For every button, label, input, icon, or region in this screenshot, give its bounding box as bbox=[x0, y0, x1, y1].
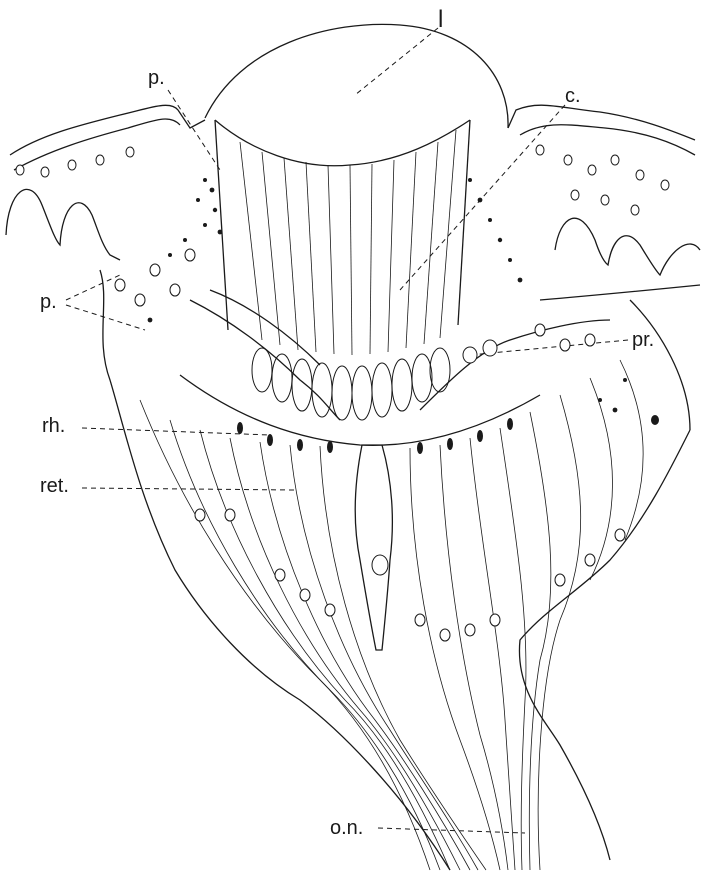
leader-cornea bbox=[400, 105, 565, 290]
leader-pigment-top bbox=[168, 90, 220, 170]
label-cornea: c. bbox=[565, 86, 581, 106]
label-optic-nerve: o.n. bbox=[330, 818, 363, 838]
epidermal-folds-right bbox=[555, 218, 700, 275]
epidermis-left bbox=[10, 105, 205, 155]
leader-pigment-left-b bbox=[66, 305, 145, 330]
label-pigment-left: p. bbox=[40, 292, 57, 312]
cornea-outline bbox=[215, 120, 470, 166]
retina-fibres bbox=[140, 360, 643, 870]
process-left bbox=[190, 300, 340, 420]
epidermal-folds-left bbox=[6, 189, 120, 260]
label-process: pr. bbox=[632, 330, 654, 350]
pigment-granules bbox=[148, 178, 659, 454]
leader-pigment-left-a bbox=[66, 275, 120, 300]
lens-outline bbox=[205, 24, 508, 128]
leader-lens bbox=[355, 28, 438, 95]
label-retina: ret. bbox=[40, 476, 69, 496]
label-pigment-top: p. bbox=[148, 68, 165, 88]
label-rhabdom: rh. bbox=[42, 416, 65, 436]
leader-retina bbox=[82, 488, 295, 490]
central-stalk bbox=[355, 445, 392, 650]
cone-lines bbox=[240, 130, 456, 355]
epidermis-right bbox=[508, 105, 695, 140]
process-right bbox=[420, 320, 610, 410]
rhabdom-arc bbox=[180, 375, 540, 445]
label-lens: l bbox=[438, 8, 443, 32]
